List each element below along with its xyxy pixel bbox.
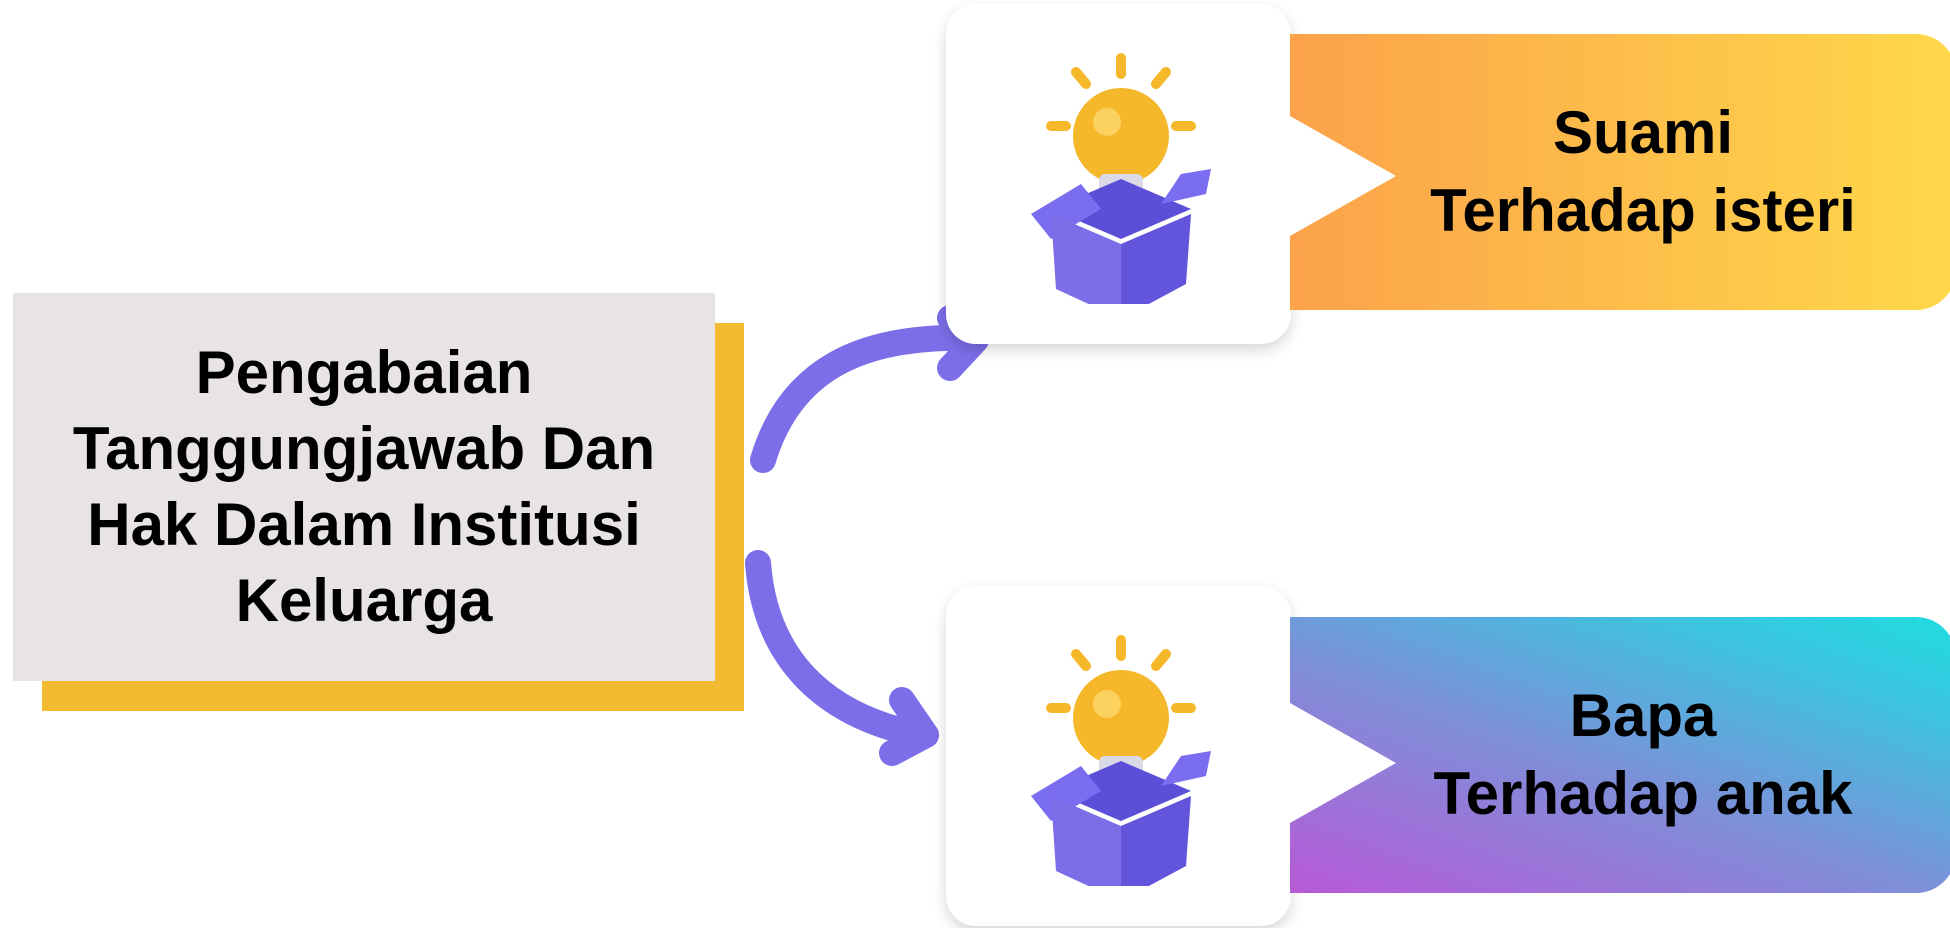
branch-top-line: Suami — [1552, 99, 1734, 166]
icon-card-top — [946, 4, 1291, 344]
label-notch — [1290, 703, 1396, 823]
lightbulb-box-icon — [1031, 635, 1211, 886]
branch-top-line: Terhadap isteri — [1430, 177, 1856, 244]
main-topic-line: Keluarga — [235, 567, 493, 634]
branch-label-top: Suami Terhadap isteri — [1290, 34, 1950, 310]
arrow-to-bottom — [745, 550, 933, 748]
main-topic-box: Pengabaian Tanggungjawab Dan Hak Dalam I… — [13, 293, 715, 681]
main-topic-line: Tanggungjawab Dan — [72, 415, 656, 482]
branch-bottom-line: Bapa — [1569, 682, 1717, 749]
icon-card-bottom — [946, 586, 1291, 926]
branch-bottom-line: Terhadap anak — [1433, 760, 1853, 827]
main-topic-line: Pengabaian — [195, 339, 533, 406]
arrowhead-bottom — [879, 687, 939, 766]
branch-label-bottom: Bapa Terhadap anak — [1290, 617, 1950, 893]
arrow-to-top — [750, 324, 983, 473]
label-notch — [1290, 116, 1396, 236]
lightbulb-box-icon — [1031, 53, 1211, 304]
main-topic-line: Hak Dalam Institusi — [87, 491, 641, 558]
